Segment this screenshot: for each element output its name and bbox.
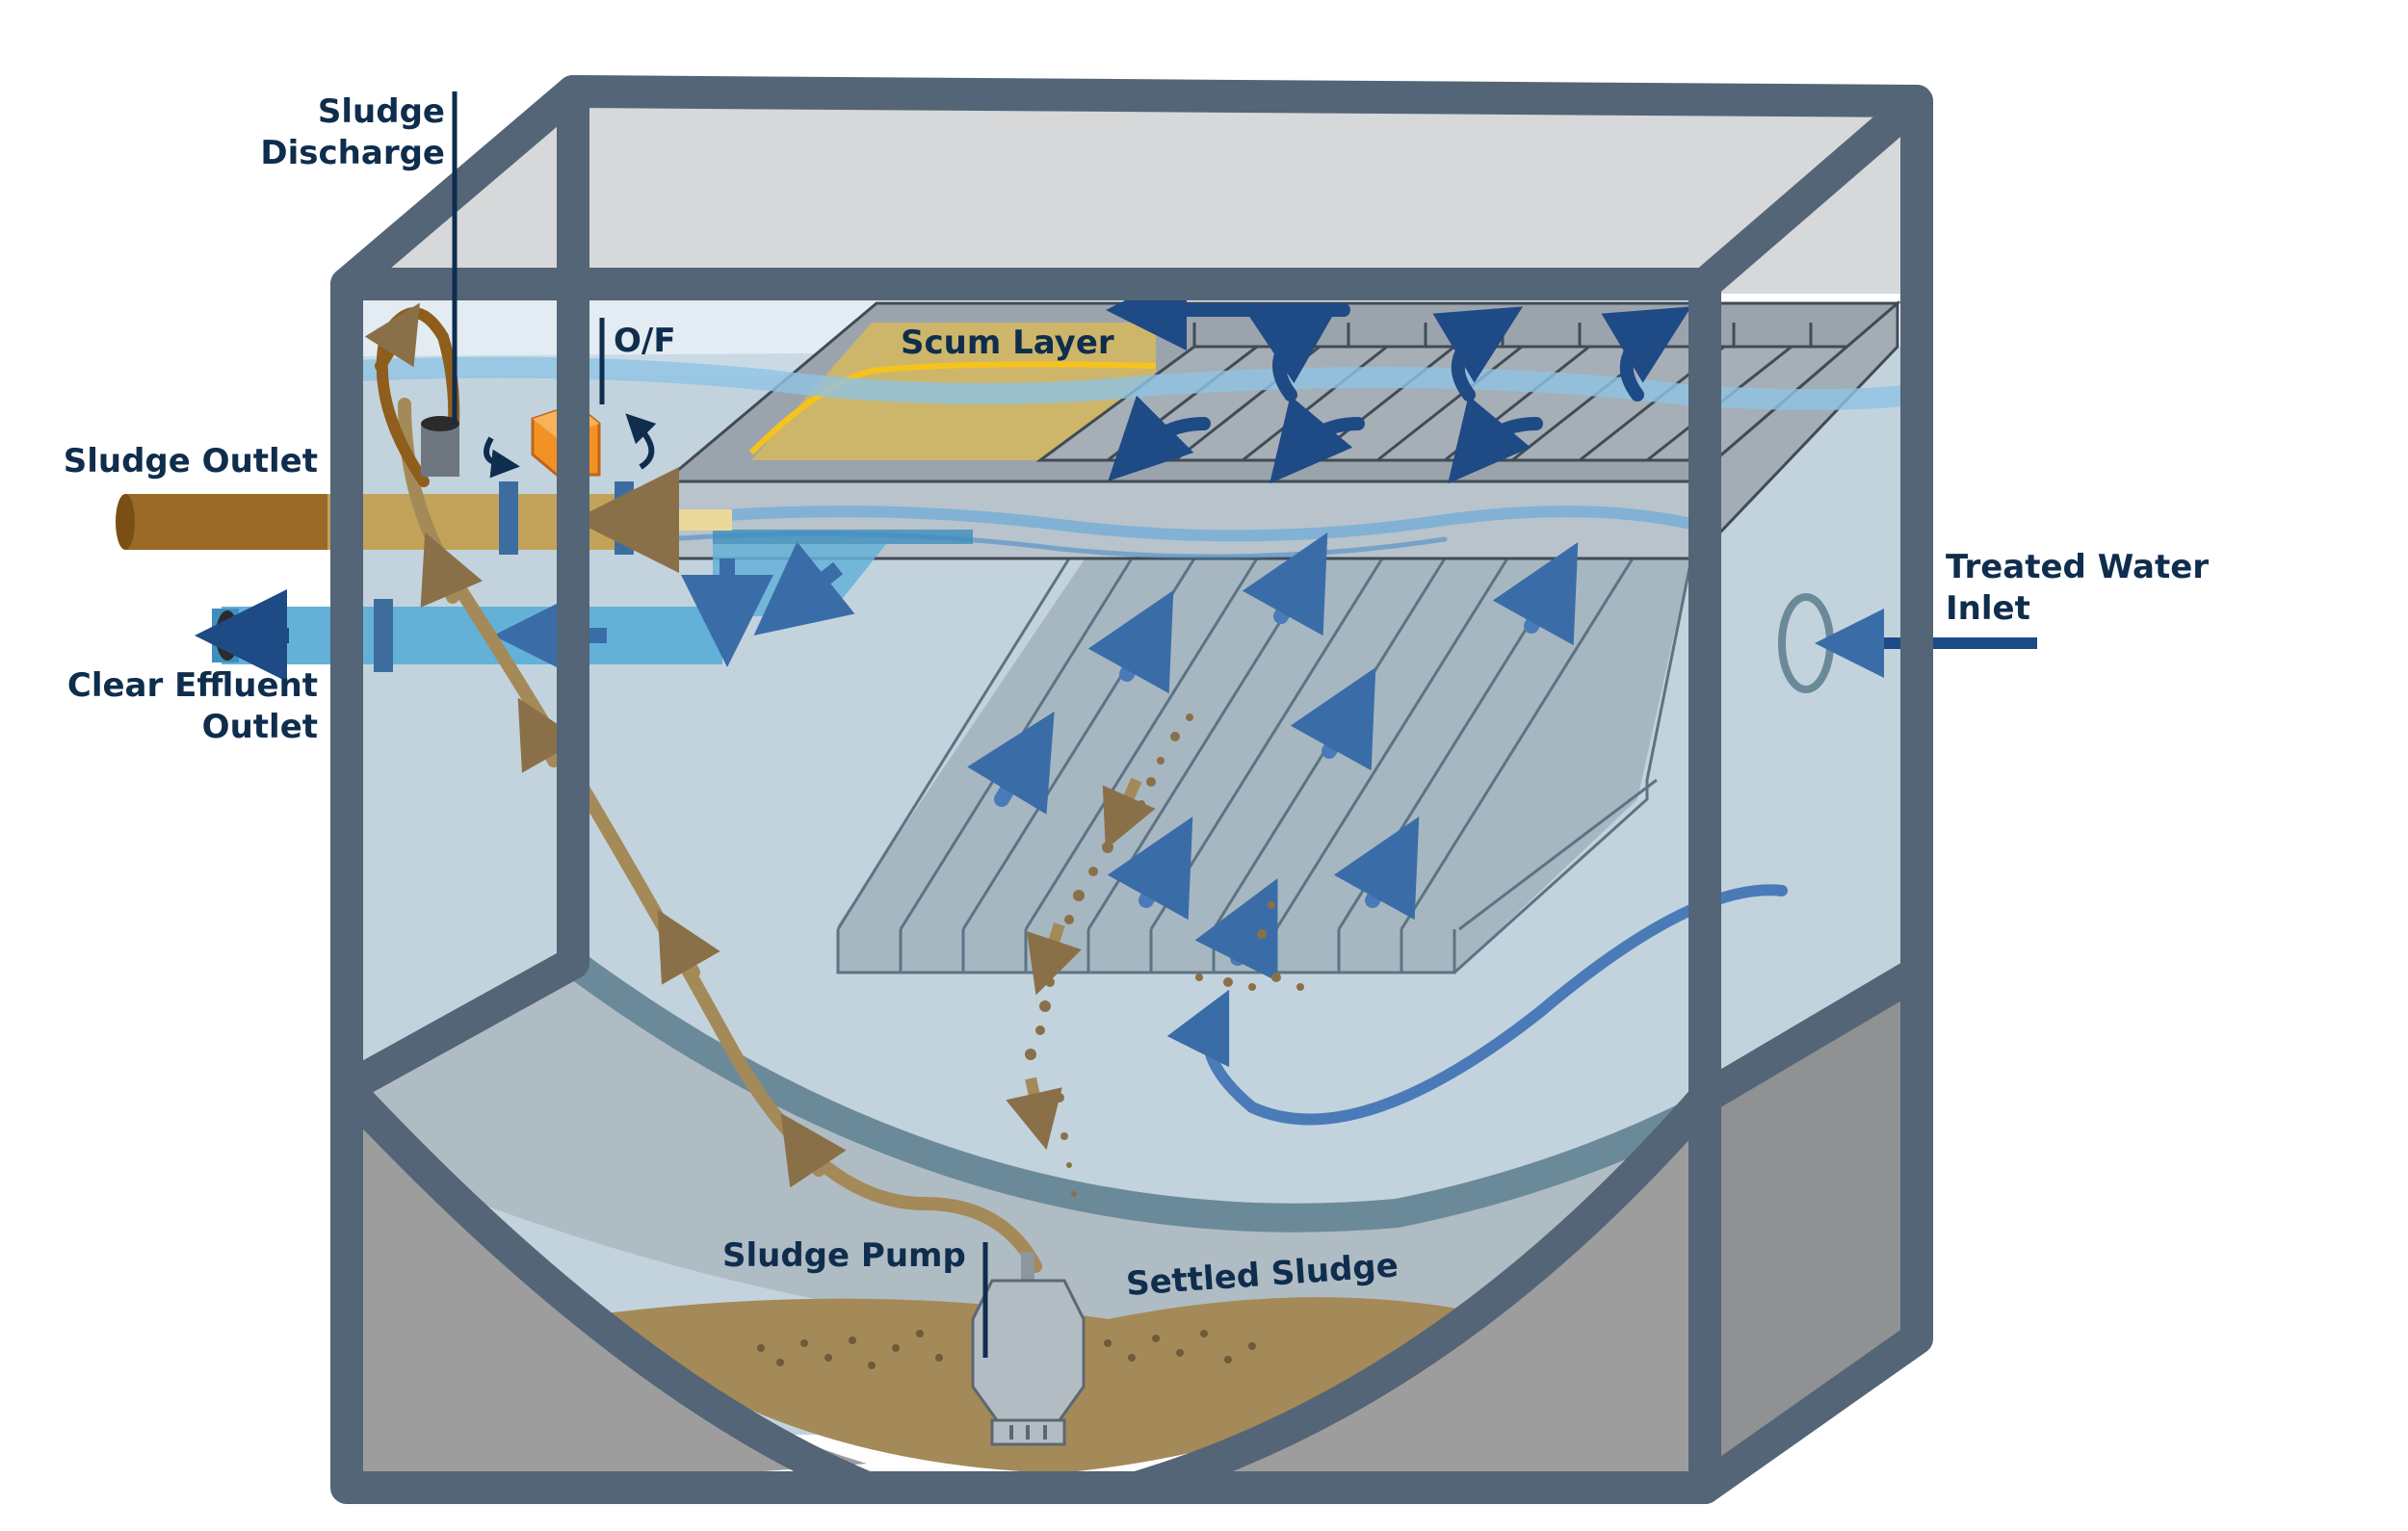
sludge-discharge-stub <box>421 416 459 477</box>
sludge-outlet-label: Sludge Outlet <box>64 442 318 480</box>
tank-frame <box>330 75 1933 1504</box>
falling-sludge <box>1006 714 1304 1197</box>
back-hopper-floor <box>356 963 1912 1339</box>
treated-water-label-1: Treated Water <box>1946 548 2209 586</box>
sludge-particles <box>757 1330 1256 1369</box>
flow-arrows-plates <box>967 532 1579 982</box>
clear-effluent-label-1: Clear Effluent <box>67 666 318 705</box>
front-floor-left <box>352 1088 867 1502</box>
sludge-discharge-label-1: Sludge <box>318 92 445 131</box>
sludge-discharge-label-2: Discharge <box>260 134 445 172</box>
sludge-recirculation-loop <box>364 302 1042 1273</box>
flow-arrows-tray <box>1106 270 1692 484</box>
leader-lines <box>452 91 988 1358</box>
sludge-pump-label: Sludge Pump <box>722 1236 966 1275</box>
treated-water-inlet <box>1778 593 2037 693</box>
clear-effluent-label-2: Outlet <box>202 708 318 746</box>
pump-icon <box>971 1252 1086 1446</box>
front-floor-right <box>1137 1078 1705 1502</box>
scum-layer-label: Scum Layer <box>901 324 1114 362</box>
of-label: O/F <box>614 322 676 360</box>
tank-back-wall <box>342 91 1917 294</box>
treated-water-label-2: Inlet <box>1946 589 2030 628</box>
